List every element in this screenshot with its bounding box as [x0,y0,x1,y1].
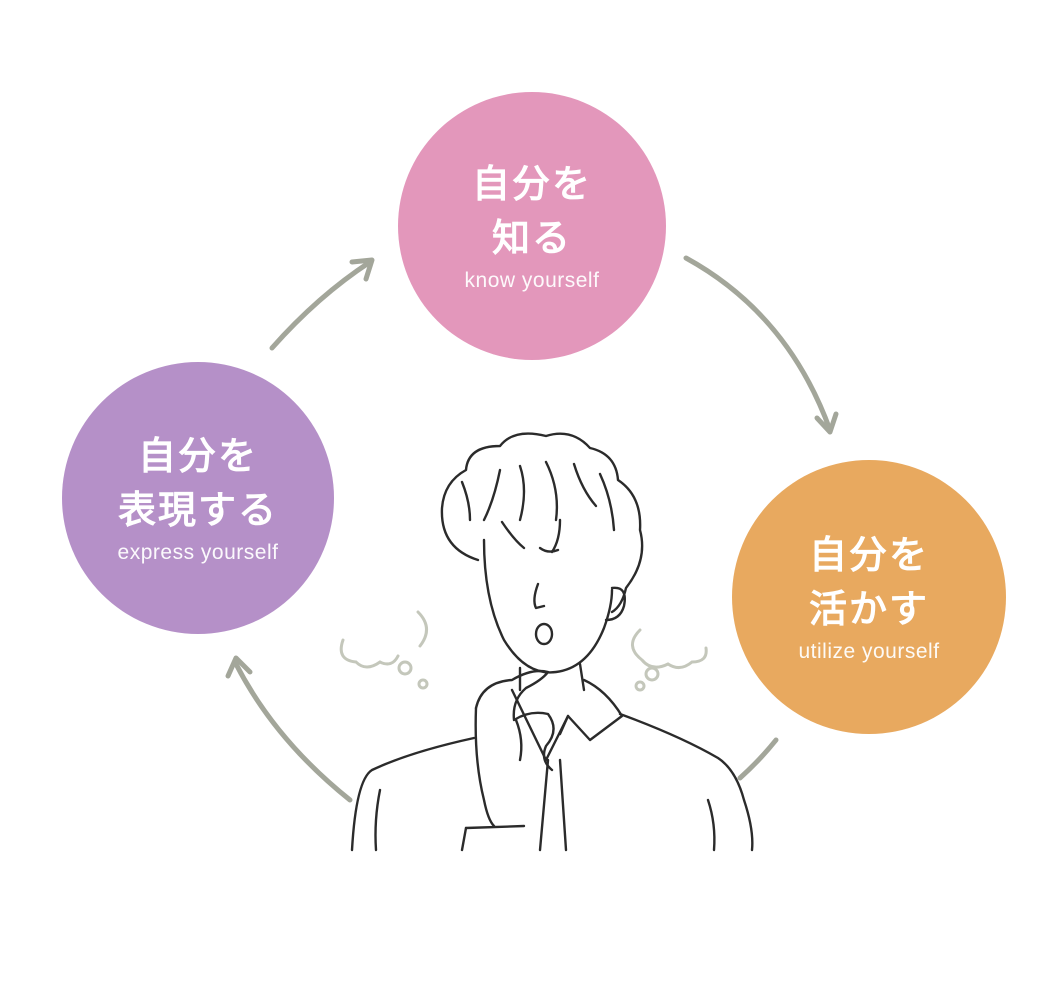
hair-outline [440,432,644,614]
node-know-yourself: 自分を 知る know yourself [398,92,666,360]
shoulder-left [350,736,476,852]
node-utilize-yourself: 自分を 活かす utilize yourself [732,460,1006,734]
node-utilize-title-line1: 自分を [808,533,929,577]
shirt-collar [510,678,624,762]
node-utilize-title-line2: 活かす [808,587,929,631]
node-express-title-line2: 表現する [117,488,278,532]
hand [474,669,555,772]
necktie [538,758,550,852]
node-express-title-line1: 自分を [137,434,258,478]
node-know-subtitle: know yourself [464,269,600,292]
arrowhead-know-to-utilize [814,411,839,435]
arrow-utilize-to-express-left [233,661,353,803]
arrow-know-to-utilize [683,255,833,433]
thought-puff-left-icon [339,610,429,690]
face-outline [482,538,614,674]
shoulder-right [618,712,754,852]
arrow-utilize-to-express-right [737,737,779,781]
node-utilize-subtitle: utilize yourself [798,640,940,663]
arrow-express-to-know [269,259,373,351]
node-know-title-line2: 知る [491,216,572,260]
thought-puff-right-icon [631,628,708,692]
node-express-subtitle: express yourself [117,541,279,564]
node-know-title-line1: 自分を [471,162,592,206]
arrowhead-utilize-to-express [225,655,253,679]
node-express-yourself: 自分を 表現する express yourself [62,362,334,634]
arrowhead-express-to-know [349,257,375,282]
